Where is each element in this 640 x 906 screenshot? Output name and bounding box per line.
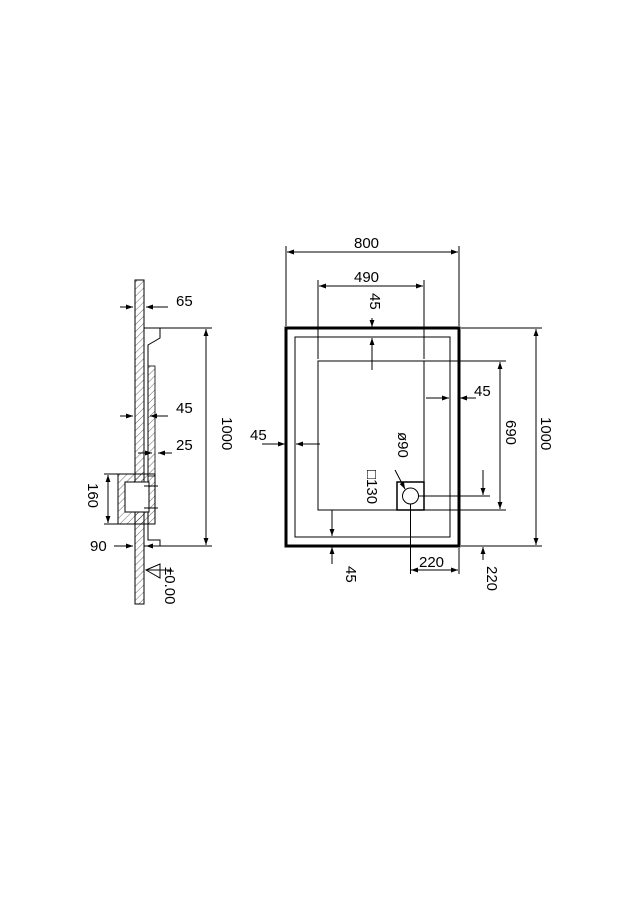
wall-section [134,279,145,605]
dim-drain-square: □130 [363,470,380,504]
plan-view: 800 490 45 45 45 45 690 1000 [250,235,554,591]
section-view: 65 45 25 1000 160 90 ±0.00 [84,279,235,605]
tray-outline [284,326,461,548]
drain-circle [402,487,419,505]
dim-45: 45 [176,400,193,417]
dim-800: 800 [354,235,379,252]
dim-220-horizontal: 220 [419,554,444,571]
level-label: ±0.00 [161,567,178,604]
tray-inner-hatch [147,365,156,477]
dim-220-vertical: 220 [483,566,500,591]
dim-160: 160 [84,483,101,508]
dim-45-left: 45 [250,427,267,444]
dim-45-top: 45 [366,293,383,310]
dim-45-right: 45 [474,383,491,400]
level-symbol [144,563,161,579]
dim-1000-section: 1000 [218,417,235,450]
dim-690: 690 [502,420,519,445]
dim-45-bottom: 45 [342,566,359,583]
dim-25: 25 [176,437,193,454]
dim-65: 65 [176,293,193,310]
tray-basin [317,360,425,511]
dim-drain-diameter: ø90 [394,432,411,458]
tray-rim [294,336,451,538]
dim-1000-plan: 1000 [537,417,554,450]
dim-90: 90 [90,538,107,555]
dim-490: 490 [354,269,379,286]
drain-opening [124,481,150,513]
